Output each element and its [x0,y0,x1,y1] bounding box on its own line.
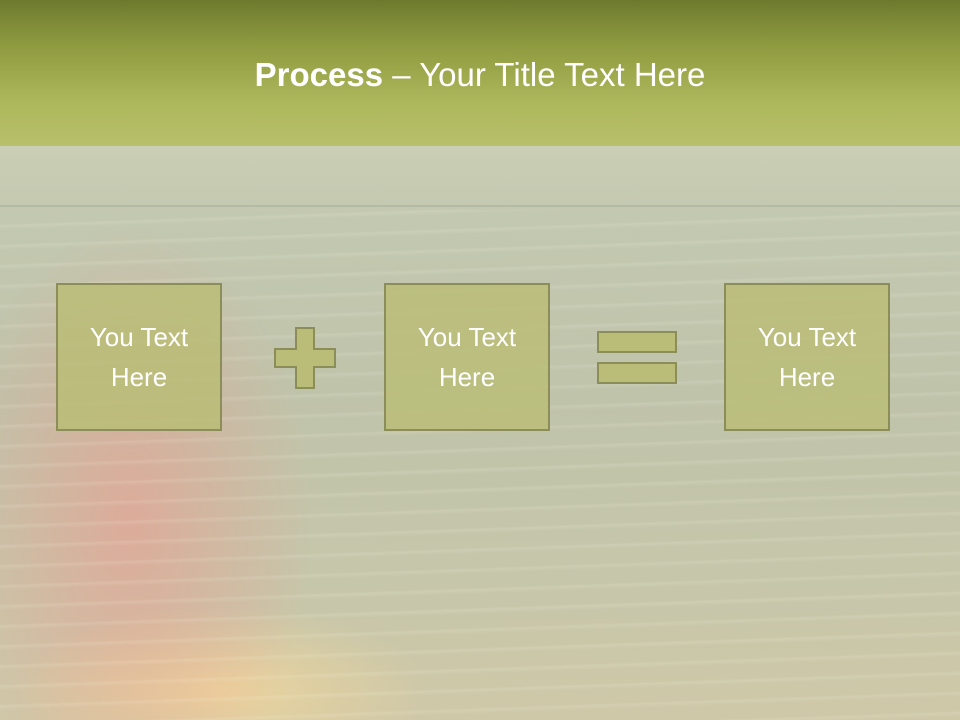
box-1-line-2: Here [110,362,168,392]
slide-title[interactable]: Process – Your Title Text Here [0,54,960,96]
title-bold: Process [254,56,384,93]
box-2-text: You Text Here [402,317,532,397]
plus-icon [274,327,336,389]
box-1-line-1: You Text [89,322,189,352]
box-3-line-2: Here [778,362,836,392]
equals-icon [597,331,677,384]
title-bar: Process – Your Title Text Here [0,0,960,146]
process-box-2[interactable]: You Text Here [384,283,550,431]
title-rest: – Your Title Text Here [383,56,706,93]
process-box-1[interactable]: You Text Here [56,283,222,431]
box-2-line-1: You Text [417,322,517,352]
process-box-3[interactable]: You Text Here [724,283,890,431]
box-1-text: You Text Here [74,317,204,397]
box-2-line-2: Here [438,362,496,392]
horizon-line [0,205,960,207]
box-3-line-1: You Text [757,322,857,352]
box-3-text: You Text Here [742,317,872,397]
